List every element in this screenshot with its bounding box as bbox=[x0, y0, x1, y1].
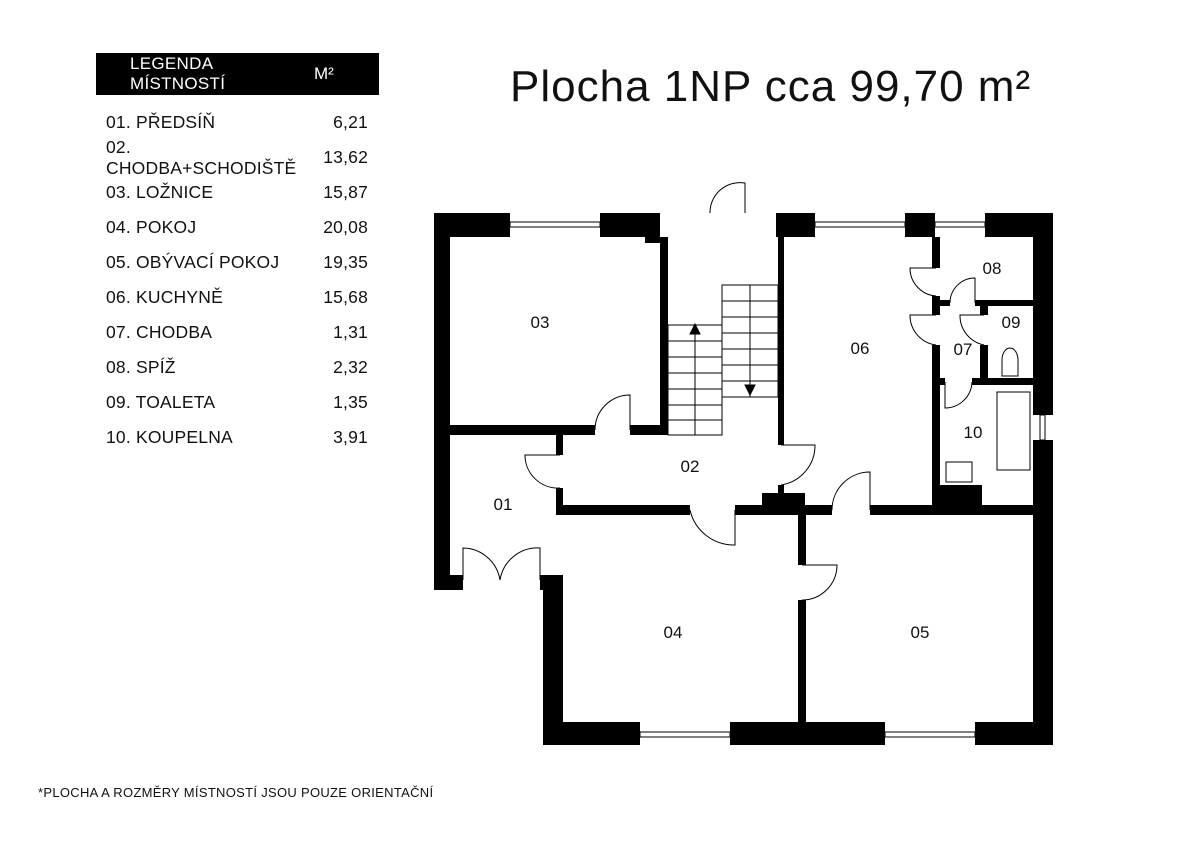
legend-row: 05. OBÝVACÍ POKOJ 19,35 bbox=[96, 245, 379, 280]
room-area: 13,62 bbox=[323, 147, 368, 167]
room-area: 6,21 bbox=[333, 112, 368, 132]
room-area: 20,08 bbox=[323, 217, 368, 237]
legend-row: 01. PŘEDSÍŇ 6,21 bbox=[96, 105, 379, 140]
room-label-02: 02 bbox=[681, 457, 700, 476]
room-name: 01. PŘEDSÍŇ bbox=[106, 112, 216, 132]
room-area: 15,68 bbox=[323, 287, 368, 307]
room-label-01: 01 bbox=[494, 495, 513, 514]
toilet-icon bbox=[1001, 347, 1019, 377]
legend-row: 06. KUCHYNĚ 15,68 bbox=[96, 280, 379, 315]
room-area: 1,31 bbox=[333, 322, 368, 342]
doors bbox=[462, 182, 985, 601]
legend-row: 03. LOŽNICE 15,87 bbox=[96, 175, 379, 210]
room-label-08: 08 bbox=[983, 259, 1002, 278]
room-label-04: 04 bbox=[664, 623, 683, 642]
staircase bbox=[667, 284, 779, 436]
room-label-09: 09 bbox=[1002, 313, 1021, 332]
room-label-06: 06 bbox=[851, 339, 870, 358]
room-area: 1,35 bbox=[333, 392, 368, 412]
legend-header: LEGENDA MÍSTNOSTÍ M² bbox=[96, 53, 379, 95]
room-area: 2,32 bbox=[333, 357, 368, 377]
room-area: 15,87 bbox=[323, 182, 368, 202]
room-name: 07. CHODBA bbox=[106, 322, 213, 342]
fixtures bbox=[945, 347, 1031, 483]
windows bbox=[509, 221, 1046, 738]
disclaimer-note: *PLOCHA A ROZMĚRY MÍSTNOSTÍ JSOU POUZE O… bbox=[38, 785, 434, 800]
page-title: Plocha 1NP cca 99,70 m² bbox=[510, 62, 1032, 111]
legend-row: 04. POKOJ 20,08 bbox=[96, 210, 379, 245]
legend-title: LEGENDA MÍSTNOSTÍ bbox=[130, 54, 226, 93]
legend-row: 02. CHODBA+SCHODIŠTĚ 13,62 bbox=[96, 137, 379, 178]
room-label-05: 05 bbox=[911, 623, 930, 642]
legend-row: 07. CHODBA 1,31 bbox=[96, 315, 379, 350]
room-label-10: 10 bbox=[964, 423, 983, 442]
room-name: 05. OBÝVACÍ POKOJ bbox=[106, 252, 280, 272]
room-name: 06. KUCHYNĚ bbox=[106, 287, 223, 307]
room-name: 08. SPÍŽ bbox=[106, 357, 176, 377]
legend-unit: M² bbox=[314, 64, 334, 83]
room-name: 02. CHODBA+SCHODIŠTĚ bbox=[106, 136, 297, 178]
room-legend: LEGENDA MÍSTNOSTÍ M² 01. PŘEDSÍŇ 6,21 02. … bbox=[96, 53, 379, 455]
room-name: 10. KOUPELNA bbox=[106, 427, 233, 447]
room-area: 3,91 bbox=[333, 427, 368, 447]
bathtub-icon bbox=[996, 391, 1031, 471]
room-labels: 01 02 03 04 05 06 07 08 09 10 bbox=[494, 259, 1021, 642]
legend-row: 09. TOALETA 1,35 bbox=[96, 385, 379, 420]
room-name: 04. POKOJ bbox=[106, 217, 197, 237]
room-area: 19,35 bbox=[323, 252, 368, 272]
legend-row: 10. KOUPELNA 3,91 bbox=[96, 420, 379, 455]
legend-row: 08. SPÍŽ 2,32 bbox=[96, 350, 379, 385]
room-label-03: 03 bbox=[531, 313, 550, 332]
room-name: 03. LOŽNICE bbox=[106, 182, 214, 202]
washing-machine-icon bbox=[945, 461, 973, 483]
room-label-07: 07 bbox=[954, 340, 973, 359]
room-name: 09. TOALETA bbox=[106, 392, 216, 412]
walls bbox=[434, 213, 1053, 745]
